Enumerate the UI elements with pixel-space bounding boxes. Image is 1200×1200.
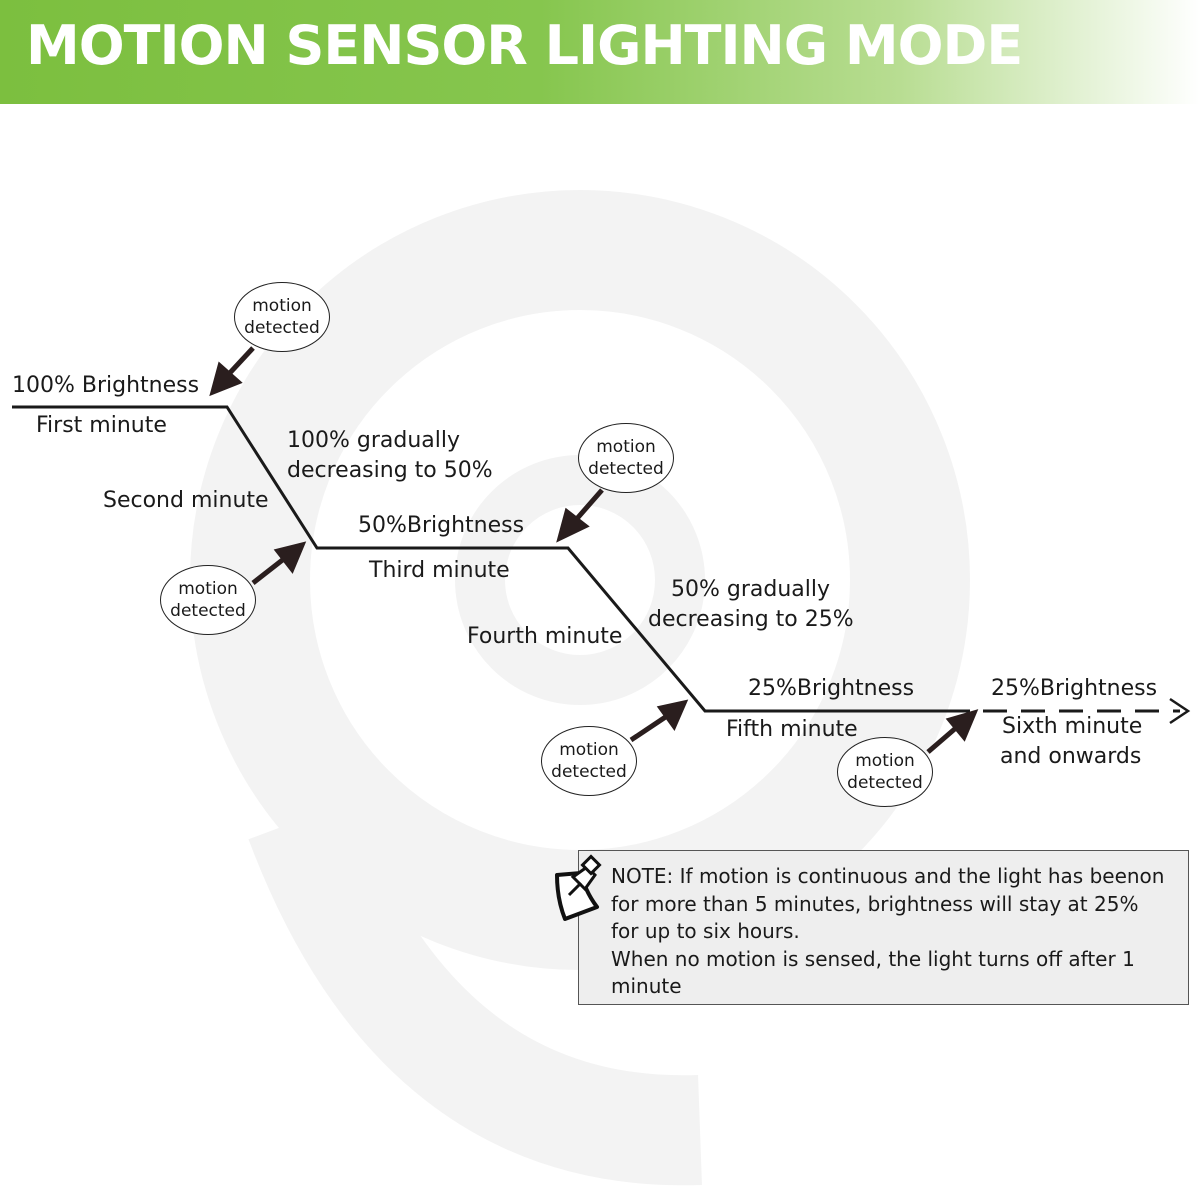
motion-arrow-4 bbox=[629, 713, 669, 743]
stage-2-transition-line-1: 100% gradually bbox=[287, 428, 461, 453]
stage-6-brightness: 25%Brightness bbox=[991, 676, 1158, 701]
bubble-line-2: detected bbox=[847, 773, 923, 793]
bubble-line-2: detected bbox=[170, 601, 246, 621]
stage-1-brightness: 100% Brightness bbox=[12, 373, 200, 398]
motion-arrow-5-head bbox=[945, 709, 979, 742]
note-text: NOTE: If motion is continuous and the li… bbox=[611, 863, 1187, 1001]
bubble-line-2: detected bbox=[244, 318, 320, 338]
stage-6-time-line-2: and onwards bbox=[1000, 744, 1142, 769]
note-line: NOTE: If motion is continuous and the li… bbox=[611, 864, 1165, 888]
motion-arrow-2 bbox=[251, 556, 287, 585]
bubble-line-1: motion bbox=[855, 751, 915, 771]
note-line: for more than 5 minutes, brightness will… bbox=[611, 891, 1139, 916]
header-banner: MOTION SENSOR LIGHTING MODE bbox=[0, 0, 1200, 104]
note-line: When no motion is sensed, the light turn… bbox=[611, 946, 1135, 971]
motion-arrow-3-head bbox=[556, 507, 590, 543]
stage-4-time: Fourth minute bbox=[467, 624, 623, 649]
stage-1-time: First minute bbox=[36, 413, 167, 438]
motion-arrow-3 bbox=[572, 488, 604, 524]
motion-detected-bubble: motion detected bbox=[578, 423, 674, 493]
bubble-line-1: motion bbox=[596, 437, 656, 457]
timeline-line bbox=[12, 405, 970, 713]
motion-arrow-1-head bbox=[209, 361, 243, 397]
stage-2-time: Second minute bbox=[103, 488, 269, 513]
stage-3-time: Third minute bbox=[369, 558, 510, 583]
motion-arrow-1 bbox=[225, 346, 255, 378]
stage-5-time: Fifth minute bbox=[726, 717, 858, 742]
note-line: for up to six hours. bbox=[611, 919, 800, 943]
stage-6-time-line-1: Sixth minute bbox=[1002, 714, 1143, 739]
motion-arrow-2-head bbox=[273, 541, 307, 574]
motion-detected-bubble: motion detected bbox=[234, 282, 330, 352]
bubble-line-2: detected bbox=[551, 762, 627, 782]
bubble-line-2: detected bbox=[588, 459, 664, 479]
stage-2-transition-line-2: decreasing to 50% bbox=[287, 458, 493, 483]
bubble-line-1: motion bbox=[252, 296, 312, 316]
motion-detected-bubble: motion detected bbox=[160, 565, 256, 635]
pushpin-note-icon bbox=[555, 854, 602, 921]
bubble-line-1: motion bbox=[178, 579, 238, 599]
bubble-line-1: motion bbox=[559, 740, 619, 760]
note-line: minute bbox=[611, 974, 682, 998]
motion-detected-bubble: motion detected bbox=[837, 737, 933, 807]
motion-detected-bubble: motion detected bbox=[541, 726, 637, 796]
timeline-arrow-head bbox=[1169, 697, 1191, 725]
stage-3-brightness: 50%Brightness bbox=[358, 513, 525, 538]
note-box: NOTE: If motion is continuous and the li… bbox=[555, 850, 1189, 1005]
stage-4-transition-line-2: decreasing to 25% bbox=[648, 607, 854, 632]
motion-arrow-4-head bbox=[656, 699, 689, 732]
page-title: MOTION SENSOR LIGHTING MODE bbox=[26, 14, 1023, 77]
stage-5-brightness: 25%Brightness bbox=[748, 676, 915, 701]
stage-4-transition-line-1: 50% gradually bbox=[671, 577, 831, 602]
motion-arrow-5 bbox=[926, 725, 959, 754]
